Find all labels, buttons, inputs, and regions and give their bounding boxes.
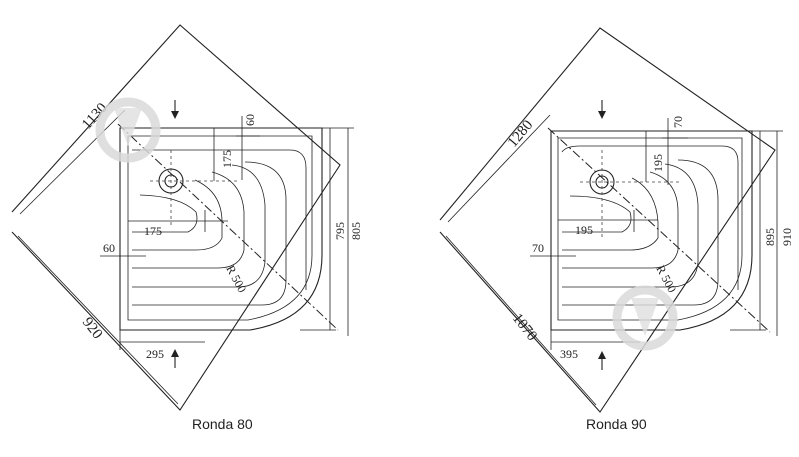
center-diagonal: [547, 127, 771, 333]
arrow-head: [171, 349, 179, 357]
tray-step: [562, 159, 719, 306]
dim-depth-inner: 795: [333, 222, 347, 240]
tray-inner-edge: [557, 137, 743, 321]
tray-step: [562, 171, 679, 269]
diagonal-frame-outer: [11, 24, 341, 411]
tray-inner-edge: [127, 135, 313, 321]
dim-depth-inner: 895: [763, 228, 777, 246]
tray-step: [132, 149, 307, 290]
tray-step: [561, 145, 739, 290]
dim-drain-vertical: 175: [220, 150, 234, 168]
dim-depth-outer: 910: [780, 228, 794, 246]
ronda-90-drawing: 70 195 195 70 395 895 910 R 500 1280 107…: [439, 27, 794, 413]
tray-step: [562, 177, 659, 251]
tray-step: [562, 195, 632, 233]
caption-ronda-90: Ronda 90: [586, 416, 647, 432]
dim-drain-horizontal: 175: [144, 224, 162, 238]
tray-step: [562, 163, 699, 288]
watermark-logo-icon: [612, 285, 678, 351]
diagonal-frame-outer: [439, 27, 776, 413]
center-diagonal: [117, 123, 339, 331]
dim-bottom-offset: 295: [146, 347, 164, 361]
diagonal-ext-line: [19, 109, 126, 215]
tray-step: [132, 164, 266, 288]
tray-outline: [550, 130, 753, 331]
tray-step: [132, 179, 223, 251]
dim-radius: R 500: [223, 263, 249, 295]
watermark-logo-icon: [95, 97, 161, 163]
ronda-80-drawing: 60 175 175 60 295 795 805 R 500 1130 920: [11, 24, 363, 411]
dim-depth-outer: 805: [349, 222, 363, 240]
dim-rim-left: 70: [532, 241, 544, 255]
caption-ronda-80: Ronda 80: [192, 416, 253, 432]
dim-diagonal-bottom: 920: [79, 315, 105, 343]
diagonal-ext-line: [17, 235, 179, 405]
dim-rim-top: 70: [671, 116, 685, 128]
dim-bottom-offset: 395: [560, 347, 578, 361]
tray-step: [132, 161, 287, 306]
dim-drain-horizontal: 195: [575, 223, 593, 237]
tray-step: [132, 194, 198, 233]
tray-outline: [119, 127, 323, 331]
tray-step: [132, 171, 245, 269]
dim-rim-left: 60: [103, 241, 115, 255]
diagonal-ext-line: [447, 114, 551, 223]
dim-drain-vertical: 195: [651, 154, 665, 172]
arrow-head: [171, 111, 179, 119]
diagonal-ext-line: [445, 235, 597, 406]
dim-rim-top: 60: [243, 114, 257, 126]
arrow-head: [598, 111, 606, 119]
arrow-head: [598, 351, 606, 359]
